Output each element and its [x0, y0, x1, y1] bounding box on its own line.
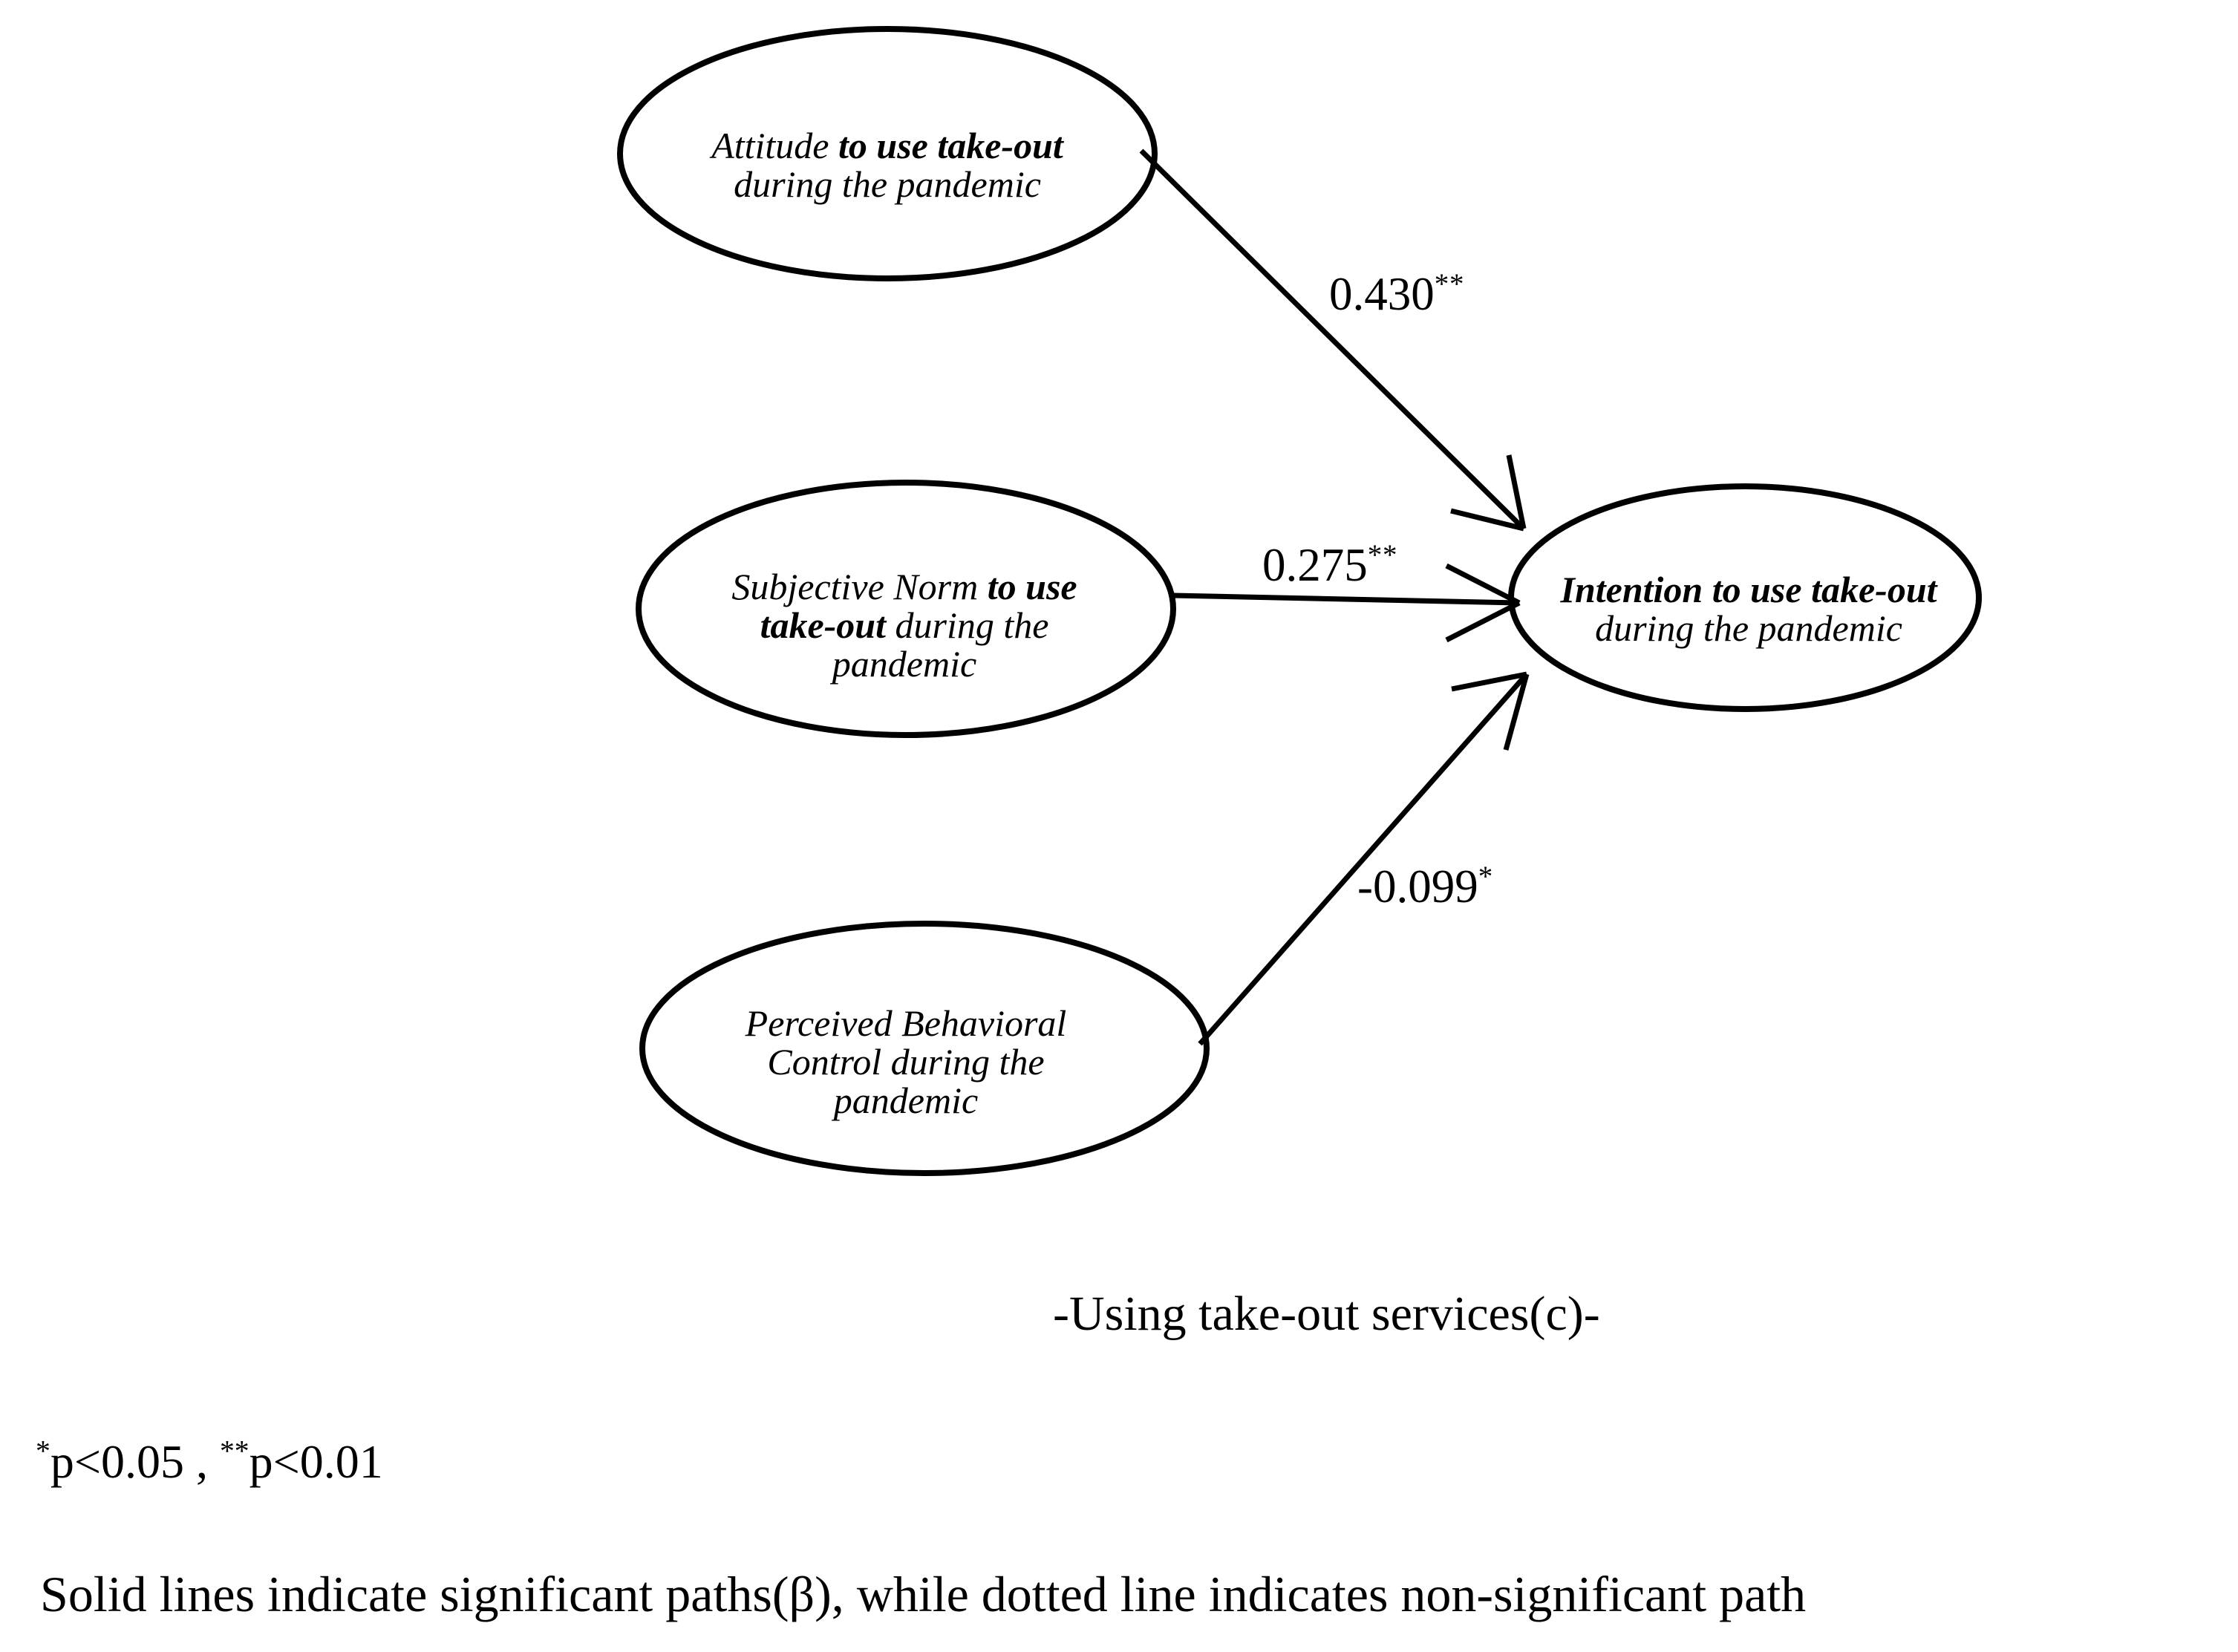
significance-footnote: *p<0.05 , **p<0.01	[36, 1434, 383, 1489]
single-asterisk: *	[36, 1434, 50, 1468]
intention-ellipse[interactable]	[1508, 483, 1982, 712]
p-threshold-second: p<0.01	[249, 1435, 383, 1488]
diagram-caption: -Using take-out services(c)-	[1053, 1287, 1600, 1341]
attitude-ellipse[interactable]	[617, 26, 1158, 281]
path-attitude-to-intention[interactable]	[1139, 148, 1527, 532]
path-pbc-to-intention[interactable]	[1198, 671, 1530, 1046]
line-style-legend: Solid lines indicate significant paths(β…	[40, 1566, 1807, 1622]
p-threshold-first: p<0.05 ,	[50, 1435, 220, 1488]
double-asterisk: **	[219, 1434, 249, 1468]
perceived-behavioral-control-ellipse[interactable]	[639, 921, 1210, 1176]
path-subjective-norm-to-intention[interactable]	[1172, 563, 1521, 643]
subjective-norm-ellipse[interactable]	[636, 480, 1176, 738]
